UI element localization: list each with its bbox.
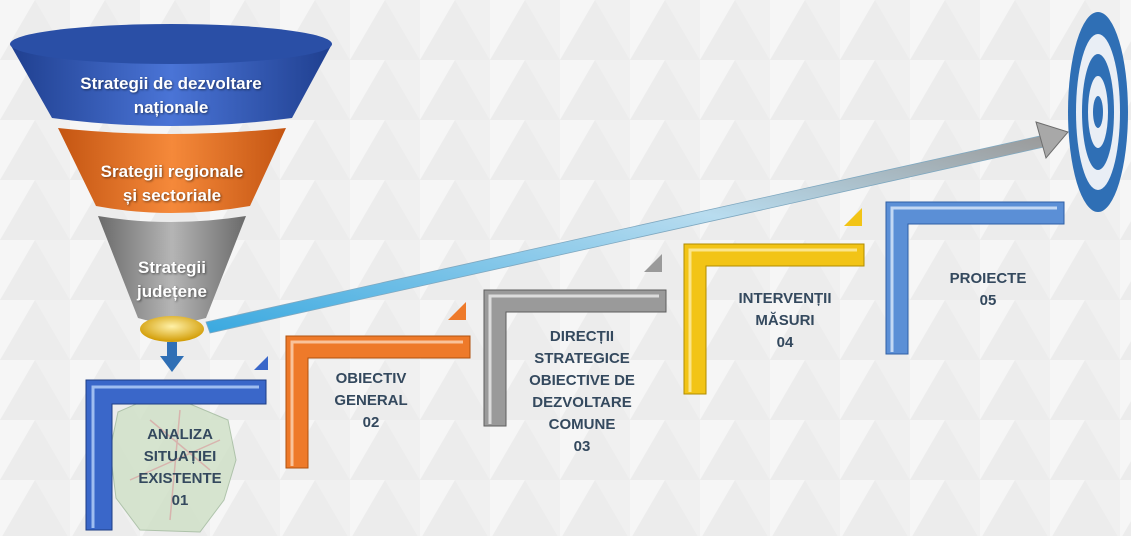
step-02-corner-icon	[448, 302, 466, 320]
funnel-level-3-line-1: Strategii	[137, 258, 207, 277]
step-04-frame	[683, 208, 865, 395]
step-02-line-1: OBIECTIV	[335, 370, 407, 387]
step-03-label: DIRECȚII STRATEGICE OBIECTIVE DE DEZVOLT…	[512, 326, 652, 458]
down-arrow-icon	[160, 356, 184, 372]
step-05-label: PROIECTE 05	[924, 268, 1052, 312]
step-04-number: 04	[776, 334, 794, 351]
step-04-line-2: MĂSURI	[755, 312, 815, 329]
strategy-funnel	[10, 24, 332, 372]
step-01-label: ANALIZA SITUAȚIEI EXISTENTE 01	[116, 424, 244, 512]
step-02-line-2: GENERAL	[334, 392, 408, 409]
down-arrow-shaft	[167, 342, 177, 358]
step-03-line-5: COMUNE	[548, 416, 616, 433]
step-03-line-1: DIRECȚII	[549, 328, 615, 345]
target-icon	[1068, 12, 1128, 212]
funnel-top-rim	[10, 24, 332, 64]
funnel-level-3-text: Strategii județene	[112, 256, 232, 304]
step-03-line-4: DEZVOLTARE	[532, 394, 632, 411]
step-04-label: INTERVENȚII MĂSURI 04	[722, 288, 848, 354]
step-02-label: OBIECTIV GENERAL 02	[316, 368, 426, 434]
step-03-corner-icon	[644, 254, 662, 272]
step-03-line-2: STRATEGICE	[534, 350, 630, 367]
step-03-line-3: OBIECTIVE DE	[529, 372, 635, 389]
goal-arrow	[205, 121, 1069, 334]
target-bullseye	[1093, 96, 1103, 128]
step-02-number: 02	[362, 414, 380, 431]
step-01-corner-icon	[254, 356, 268, 370]
step-05-frame	[885, 201, 1065, 355]
step-01-line-3: EXISTENTE	[138, 470, 222, 487]
funnel-level-regional	[58, 128, 286, 213]
step-02-frame	[285, 302, 471, 469]
funnel-level-1-line-1: Strategii de dezvoltare	[80, 74, 262, 93]
step-04-line-1: INTERVENȚII	[738, 290, 832, 307]
step-01-line-2: SITUAȚIEI	[143, 448, 217, 465]
funnel-level-1-line-2: naționale	[133, 98, 209, 117]
funnel-level-3-line-2: județene	[137, 282, 207, 301]
step-05-number: 05	[979, 292, 997, 309]
step-03-frame	[483, 254, 667, 427]
funnel-level-2-line-2: și sectoriale	[122, 186, 222, 205]
goal-arrow-head-icon	[1035, 121, 1069, 160]
funnel-nozzle	[140, 316, 204, 342]
step-05-line-1: PROIECTE	[949, 270, 1027, 287]
funnel-level-county	[98, 216, 246, 323]
funnel-level-2-line-1: Srategii regionale	[100, 162, 244, 181]
step-01-number: 01	[171, 492, 189, 509]
step-01-line-1: ANALIZA	[147, 426, 213, 443]
step-04-corner-icon	[844, 208, 862, 226]
funnel-level-1-text: Strategii de dezvoltare naționale	[40, 72, 302, 120]
step-03-number: 03	[573, 438, 591, 455]
map-roads	[129, 409, 221, 521]
step-01-frame	[85, 356, 268, 531]
funnel-level-2-text: Srategii regionale și sectoriale	[72, 160, 272, 208]
